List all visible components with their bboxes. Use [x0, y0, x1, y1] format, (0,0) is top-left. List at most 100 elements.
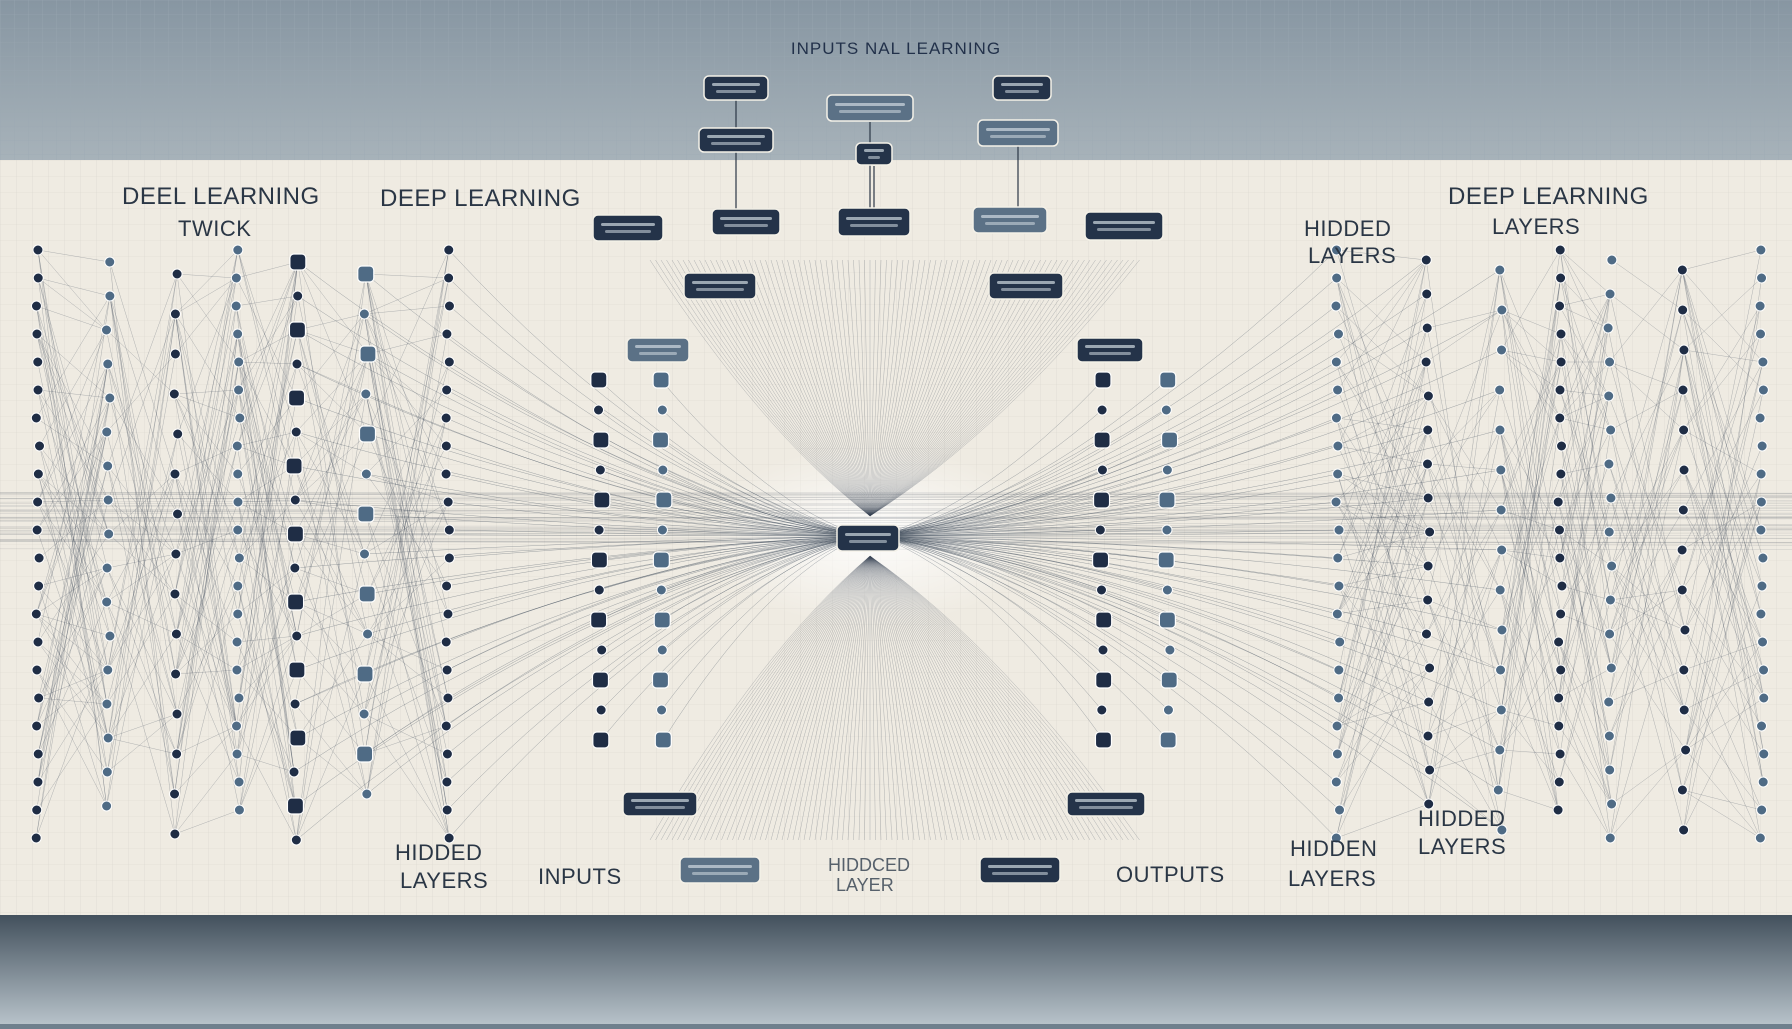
neuron-node [35, 441, 45, 451]
neuron-node [292, 631, 302, 641]
neuron-node [102, 767, 112, 777]
neuron-node [443, 693, 453, 703]
neuron-node [597, 645, 607, 655]
neuron-node [1425, 663, 1435, 673]
neuron-node [1495, 385, 1505, 395]
label-box-scribble [635, 345, 681, 348]
neuron-node [1497, 305, 1507, 315]
label-box-scribble [712, 83, 760, 86]
neuron-node [170, 349, 180, 359]
neuron-node [357, 666, 373, 682]
neuron-node [102, 563, 112, 573]
neuron-node [234, 553, 244, 563]
neuron-node [1556, 665, 1566, 675]
neuron-node [1606, 425, 1616, 435]
neuron-node [441, 413, 451, 423]
label-box [993, 76, 1051, 100]
neuron-node [1604, 731, 1614, 741]
neuron-node [171, 629, 181, 639]
neuron-node [1758, 385, 1768, 395]
neuron-node [1677, 265, 1687, 275]
neuron-node [1759, 693, 1769, 703]
label-box-scribble [696, 288, 744, 291]
neuron-node [1605, 289, 1615, 299]
neuron-node [33, 749, 43, 759]
neuron-node [290, 563, 300, 573]
neuron-node [1162, 432, 1178, 448]
neuron-node [31, 609, 41, 619]
neuron-node [172, 749, 182, 759]
neuron-node [1331, 777, 1341, 787]
label-box [980, 857, 1060, 883]
label-box [1077, 338, 1143, 362]
neuron-node [1334, 525, 1344, 535]
neuron-node [1332, 749, 1342, 759]
label-box [680, 857, 760, 883]
neuron-node [1421, 629, 1431, 639]
neuron-node [31, 833, 41, 843]
label-hidded-left-1: HIDDED [395, 842, 482, 864]
neuron-node [655, 732, 671, 748]
neuron-node [1556, 469, 1566, 479]
neuron-node [1425, 765, 1435, 775]
neuron-node [1604, 459, 1614, 469]
neuron-node [442, 777, 452, 787]
label-box [973, 207, 1047, 233]
label-box-scribble [981, 215, 1039, 218]
label-deep-learning-left: DEEP LEARNING [380, 187, 581, 211]
neuron-node [1097, 585, 1107, 595]
neuron-node [1557, 441, 1567, 451]
neuron-node [443, 497, 453, 507]
neuron-node [104, 529, 114, 539]
label-box-scribble [846, 217, 902, 220]
neuron-node [232, 637, 242, 647]
neuron-node [1424, 697, 1434, 707]
neuron-node [1333, 469, 1343, 479]
neuron-node [1607, 255, 1617, 265]
label-box-scribble [839, 110, 901, 113]
neuron-node [169, 389, 179, 399]
label-deep-learning-right: DEEP LEARNING [1448, 185, 1649, 209]
neuron-node [170, 789, 180, 799]
neuron-node [1678, 505, 1688, 515]
label-box-scribble [692, 872, 748, 875]
neuron-node [1331, 357, 1341, 367]
neuron-node [1756, 525, 1766, 535]
label-box-scribble [835, 103, 905, 106]
label-layers-right: LAYERS [1492, 216, 1580, 238]
neuron-node [1607, 561, 1617, 571]
neuron-node [1553, 805, 1563, 815]
label-box-scribble [845, 533, 891, 536]
label-deel-learning: DEEL LEARNING [122, 185, 320, 209]
neuron-node [594, 405, 604, 415]
neuron-node [1095, 732, 1111, 748]
neuron-node [1678, 385, 1688, 395]
neuron-node [1332, 721, 1342, 731]
neuron-node [1756, 497, 1766, 507]
neuron-node [1556, 609, 1566, 619]
label-hidded-far-right-1: HIDDED [1418, 808, 1505, 830]
neuron-node [1422, 289, 1432, 299]
neuron-node [592, 672, 608, 688]
neuron-node [595, 465, 605, 475]
neuron-node [1679, 345, 1689, 355]
neuron-node [1158, 552, 1174, 568]
label-box-scribble [707, 135, 765, 138]
neuron-node [657, 705, 667, 715]
neuron-node [290, 495, 300, 505]
neuron-node [658, 465, 668, 475]
neuron-node [1554, 525, 1564, 535]
neuron-node [1493, 785, 1503, 795]
neuron-node [361, 389, 371, 399]
neuron-node [173, 509, 183, 519]
neuron-node [593, 732, 609, 748]
neuron-node [1755, 833, 1765, 843]
neuron-node [105, 291, 115, 301]
neuron-node [32, 525, 42, 535]
neuron-node [233, 329, 243, 339]
neuron-node [34, 693, 44, 703]
neuron-node [1423, 391, 1433, 401]
neuron-node [1097, 705, 1107, 715]
neuron-node [1606, 663, 1616, 673]
neuron-node [442, 385, 452, 395]
